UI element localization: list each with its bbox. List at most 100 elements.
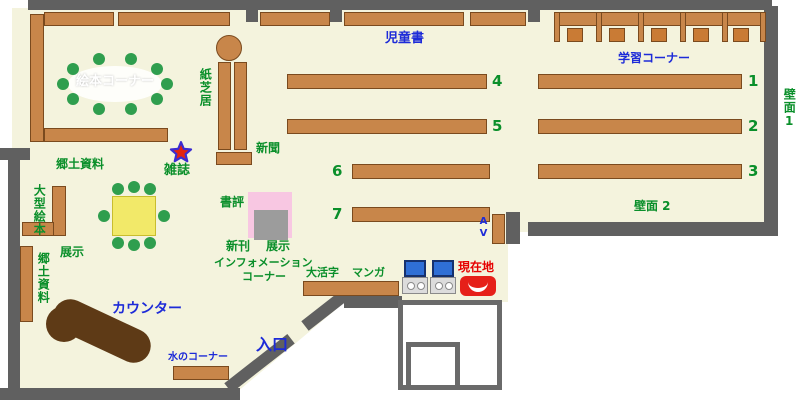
table-chair bbox=[128, 239, 140, 251]
floor-cushion bbox=[161, 78, 173, 90]
wall-pillar-av bbox=[506, 212, 520, 244]
wall-stub-c bbox=[528, 10, 540, 22]
table-chair bbox=[128, 181, 140, 193]
ehon-bottom-shelf bbox=[44, 128, 168, 142]
terminal-base bbox=[430, 277, 456, 294]
floor-cushion bbox=[151, 63, 163, 75]
shelf-number-4: 4 bbox=[492, 72, 503, 90]
terminal-knob-icon bbox=[407, 282, 415, 290]
terminal-base bbox=[402, 277, 428, 294]
label-wall-1: 壁面1 bbox=[782, 88, 797, 129]
study-desk-divider bbox=[760, 12, 766, 42]
wall-top bbox=[28, 0, 772, 10]
label-local-materials: 郷土資料 bbox=[56, 157, 105, 171]
label-new-books: 新刊 bbox=[226, 239, 251, 253]
local-materials-shelf bbox=[20, 246, 33, 322]
label-picture-book-corner: 絵本コーナー bbox=[75, 74, 154, 89]
terminal-screen-icon bbox=[404, 260, 426, 277]
study-desk-divider bbox=[680, 12, 686, 42]
label-large-print: 大活字 bbox=[306, 266, 339, 279]
shelf-number-3: 3 bbox=[748, 162, 759, 180]
study-seat bbox=[651, 28, 667, 42]
large-picture-book-shelf-h bbox=[22, 222, 54, 236]
top-shelf-1 bbox=[44, 12, 114, 26]
table-chair bbox=[112, 183, 124, 195]
shelf-number-6: 6 bbox=[332, 162, 343, 180]
label-entrance: 入口 bbox=[256, 335, 289, 354]
study-desk-bar bbox=[554, 12, 766, 26]
label-newspaper: 新聞 bbox=[256, 141, 281, 155]
wall-left bbox=[8, 158, 20, 392]
reading-table bbox=[112, 196, 156, 236]
label-counter: カウンター bbox=[112, 301, 182, 317]
label-kamishibai: 紙芝居 bbox=[198, 68, 213, 107]
ehon-left-shelf bbox=[30, 14, 44, 142]
study-seat bbox=[567, 28, 583, 42]
shelf-number-7: 7 bbox=[332, 205, 343, 223]
label-water-corner: 水のコーナー bbox=[168, 352, 228, 363]
study-seat bbox=[609, 28, 625, 42]
study-desk-divider bbox=[554, 12, 560, 42]
label-large-picture-books: 大型絵本 bbox=[32, 184, 47, 236]
label-current-location: 現在地 bbox=[458, 260, 495, 274]
top-shelf-5 bbox=[470, 12, 526, 26]
kamishibai-shelf-1 bbox=[218, 62, 231, 150]
opac-terminal bbox=[430, 260, 456, 296]
floor-cushion bbox=[67, 93, 79, 105]
top-shelf-4 bbox=[344, 12, 464, 26]
terminal-screen-icon bbox=[432, 260, 454, 277]
ehon-mat bbox=[68, 66, 162, 102]
wall-entrance-horizontal bbox=[344, 296, 402, 308]
shelf-row-2 bbox=[538, 119, 742, 134]
shelf-number-1: 1 bbox=[748, 72, 759, 90]
label-information-line1: インフォメーション bbox=[214, 256, 313, 269]
floor-cushion bbox=[57, 78, 69, 90]
kamishibai-shelf-2 bbox=[234, 62, 247, 150]
floor-cushion bbox=[93, 53, 105, 65]
shelf-row-3 bbox=[538, 164, 742, 179]
top-shelf-3 bbox=[260, 12, 330, 26]
table-chair bbox=[144, 237, 156, 249]
table-chair bbox=[144, 183, 156, 195]
smile-arc-icon bbox=[468, 280, 488, 292]
label-local-materials-side: 郷土資料 bbox=[36, 252, 51, 304]
shelf-row-7 bbox=[352, 207, 490, 222]
wall-stub-b bbox=[330, 10, 342, 22]
large-print-manga-shelf bbox=[303, 281, 399, 296]
shelf-number-2: 2 bbox=[748, 117, 759, 135]
terminal-knob-icon bbox=[445, 282, 453, 290]
top-shelf-2 bbox=[118, 12, 230, 26]
label-book-review: 書評 bbox=[220, 195, 245, 209]
label-study-corner: 学習コーナー bbox=[618, 51, 691, 65]
label-magazine: 雑誌 bbox=[164, 163, 191, 178]
large-picture-book-shelf-v bbox=[52, 186, 66, 236]
floor-cushion bbox=[93, 103, 105, 115]
study-desk-divider bbox=[722, 12, 728, 42]
label-children-books: 児童書 bbox=[385, 31, 425, 46]
table-chair bbox=[112, 237, 124, 249]
label-manga: マンガ bbox=[352, 266, 385, 279]
shelf-row-1 bbox=[538, 74, 742, 89]
study-desk-divider bbox=[596, 12, 602, 42]
label-display-new: 展示 bbox=[266, 239, 291, 253]
service-counter-end bbox=[46, 306, 82, 342]
shelf-row-4 bbox=[287, 74, 487, 89]
wall-bottom bbox=[0, 388, 240, 400]
terminal-knob-icon bbox=[417, 282, 425, 290]
wall-right-section-bottom bbox=[528, 222, 778, 236]
floor-cushion bbox=[125, 53, 137, 65]
table-chair bbox=[158, 210, 170, 222]
study-seat bbox=[693, 28, 709, 42]
wall-left-stub bbox=[0, 148, 30, 160]
star-icon bbox=[169, 141, 193, 163]
label-information-line2: コーナー bbox=[242, 270, 286, 283]
study-seat bbox=[733, 28, 749, 42]
label-wall-2: 壁面 2 bbox=[634, 199, 671, 213]
table-chair bbox=[98, 210, 110, 222]
opac-terminal bbox=[402, 260, 428, 296]
round-table bbox=[216, 35, 242, 61]
floor-cushion bbox=[151, 93, 163, 105]
floor-cushion bbox=[125, 103, 137, 115]
av-shelf bbox=[492, 214, 505, 244]
